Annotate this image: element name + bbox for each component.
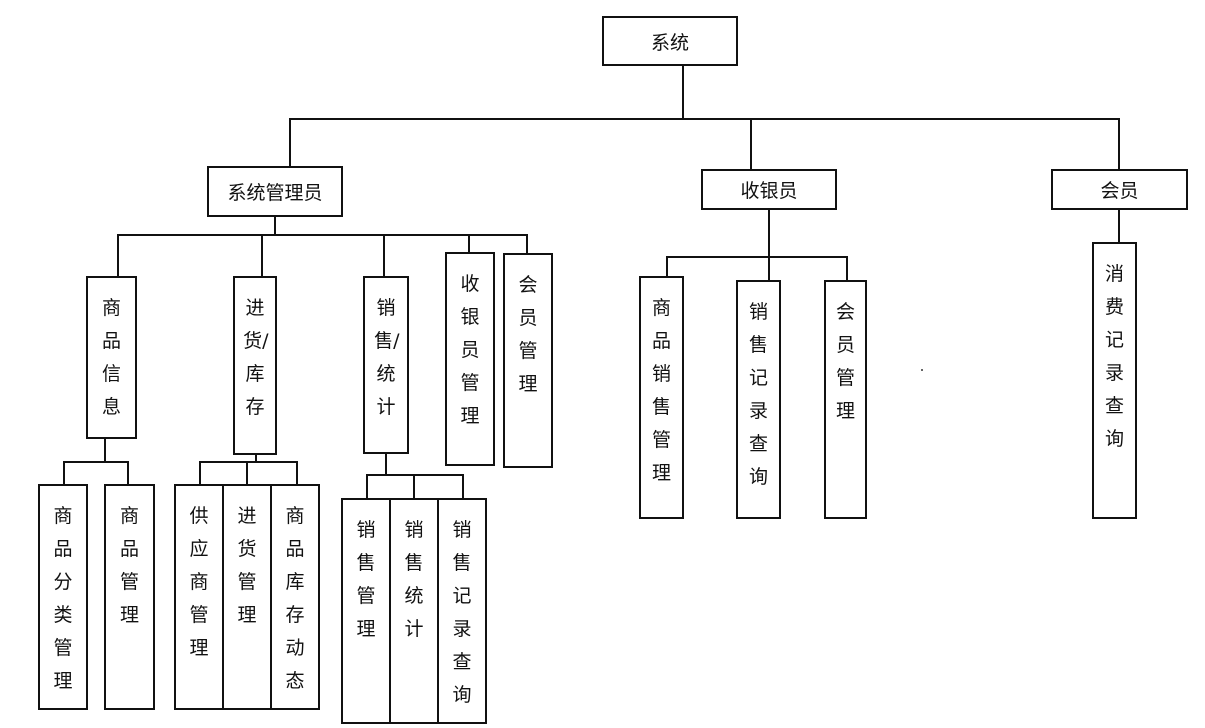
connector <box>199 461 201 485</box>
connector <box>117 234 527 236</box>
category-mgmt-label: 商品分类管理 <box>53 505 73 692</box>
stock-dynamics-label: 商品库存动态 <box>285 505 305 692</box>
connector <box>1118 208 1120 243</box>
cashier-label: 收银员 <box>740 180 798 202</box>
connector <box>666 256 848 258</box>
connector <box>199 461 298 463</box>
member-mgmt-label: 会员管理 <box>518 274 538 395</box>
connector <box>366 474 368 499</box>
product-info-node: 商品信息 <box>86 276 137 439</box>
purchase-stock-node: 进货/库存 <box>233 276 277 455</box>
connector <box>846 256 848 281</box>
member-label: 会员 <box>1100 180 1139 202</box>
connector <box>261 234 263 277</box>
connector <box>1118 118 1120 170</box>
connector <box>383 234 385 277</box>
product-sales-mgmt-node: 商品销售管理 <box>639 276 684 519</box>
connector <box>385 452 387 475</box>
connector <box>246 461 248 485</box>
member-node: 会员 <box>1051 169 1188 210</box>
product-sales-mgmt-label: 商品销售管理 <box>651 297 671 484</box>
sales-stats-label: 销售/统计 <box>374 297 400 418</box>
purchase-stock-label: 进货/库存 <box>243 297 269 418</box>
stray-dot <box>921 369 923 371</box>
connector <box>768 256 770 281</box>
category-mgmt-node: 商品分类管理 <box>38 484 88 710</box>
connector <box>127 461 129 485</box>
cashier-member-mgmt-label: 会员管理 <box>835 301 855 422</box>
supplier-mgmt-node: 供应商管理 <box>174 484 224 710</box>
sales-record-query-label: 销售记录查询 <box>452 519 472 706</box>
sales-stats-node: 销售/统计 <box>363 276 409 454</box>
sales-mgmt-node: 销售管理 <box>341 498 391 724</box>
admin-label: 系统管理员 <box>227 182 323 204</box>
root-label: 系统 <box>650 31 689 54</box>
cashier-mgmt-node: 收银员管理 <box>445 252 495 466</box>
product-mgmt-label: 商品管理 <box>119 505 139 626</box>
connector <box>682 64 684 119</box>
cashier-sales-record-node: 销售记录查询 <box>736 280 781 519</box>
supplier-mgmt-label: 供应商管理 <box>189 505 209 659</box>
connector <box>289 118 291 167</box>
admin-node: 系统管理员 <box>207 166 343 217</box>
stock-dynamics-node: 商品库存动态 <box>270 484 320 710</box>
connector <box>255 453 257 462</box>
connector <box>289 118 1120 120</box>
cashier-node: 收银员 <box>701 169 837 210</box>
connector <box>526 234 528 254</box>
connector <box>413 474 415 499</box>
connector <box>63 461 65 485</box>
sales-mgmt-label: 销售管理 <box>356 519 376 640</box>
root-node: 系统 <box>602 16 738 66</box>
connector <box>63 461 129 463</box>
purchase-mgmt-node: 进货管理 <box>222 484 272 710</box>
connector <box>666 256 668 277</box>
sales-stats-child-node: 销售统计 <box>389 498 439 724</box>
connector <box>750 118 752 170</box>
cashier-sales-record-label: 销售记录查询 <box>748 301 768 488</box>
cashier-member-mgmt-node: 会员管理 <box>824 280 867 519</box>
connector <box>296 461 298 485</box>
product-info-label: 商品信息 <box>101 297 121 418</box>
product-mgmt-node: 商品管理 <box>104 484 155 710</box>
connector <box>462 474 464 499</box>
sales-stats-child-label: 销售统计 <box>404 519 424 640</box>
consumption-record-node: 消费记录查询 <box>1092 242 1137 519</box>
connector <box>366 474 464 476</box>
consumption-record-label: 消费记录查询 <box>1104 263 1124 450</box>
member-mgmt-node: 会员管理 <box>503 253 553 468</box>
purchase-mgmt-label: 进货管理 <box>237 505 257 626</box>
connector <box>468 234 470 253</box>
connector <box>274 215 276 235</box>
connector <box>117 234 119 277</box>
sales-record-query-node: 销售记录查询 <box>437 498 487 724</box>
connector <box>104 437 106 462</box>
cashier-mgmt-label: 收银员管理 <box>460 273 480 427</box>
connector <box>768 208 770 257</box>
